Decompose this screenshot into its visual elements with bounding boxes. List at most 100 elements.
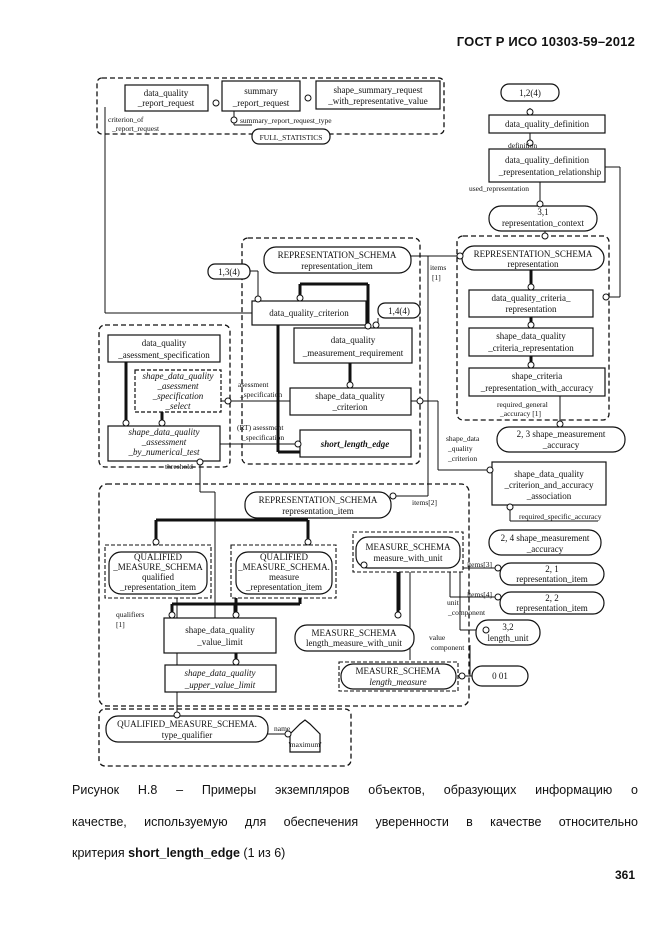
group-representation: [456, 235, 610, 421]
ref-23-line1: 2, 3 shape_measurement: [517, 429, 606, 439]
oval-ms-mwu: [355, 536, 461, 569]
sdqass-line2: _asessment: [157, 381, 199, 391]
rt-assess-1: (RT) asessment: [237, 423, 284, 432]
sdqvl-line2: _value_limit: [196, 637, 243, 647]
qualifiers-1: qualifiers: [116, 610, 144, 619]
qms2-line3: measure: [269, 572, 299, 582]
sdqc-line1: shape_data_quality: [315, 391, 385, 401]
oval-ms-lm: [340, 663, 457, 690]
box-dqc: [251, 300, 367, 326]
unit-comp-2: _component: [447, 608, 486, 617]
qms-tq-line2: type_qualifier: [162, 730, 212, 740]
unit-comp-1: unit: [447, 598, 460, 607]
ref-32-line2: length_unit: [488, 633, 529, 643]
ms-lm-line1: MEASURE_SCHEMA: [355, 666, 441, 676]
sdqc-line2: _criterion: [332, 402, 368, 412]
ref-24-line2: _accuracy: [526, 544, 564, 554]
req-gen-acc-2: _accuracy [1]: [499, 409, 541, 418]
ref-12-4-label: 1,2(4): [519, 88, 541, 98]
box-dqcr: [468, 289, 594, 318]
items1-line1: items: [430, 263, 446, 272]
oval-rs-item2: [244, 491, 392, 519]
box-sdqcaa: [491, 461, 607, 506]
srr-type-label: summary_report_request_type: [240, 116, 332, 125]
items4-label: items[4]: [467, 590, 492, 599]
ssrr-line1: shape_summary_request: [334, 85, 423, 95]
entity-diagram: data_quality _report_request summary _re…: [96, 77, 626, 767]
oval-ref-22: [499, 591, 605, 615]
dqrr-line2: _report_request: [137, 98, 195, 108]
box-sdqc: [289, 387, 412, 416]
crit-of-rr-2: _report_request: [111, 124, 160, 133]
ref-13-4-label: 1,3(4): [218, 267, 240, 277]
box-dqas: [107, 334, 221, 363]
value-comp-1: value: [429, 633, 446, 642]
ref-24-line1: 2, 4 shape_measurement: [501, 533, 590, 543]
ref-21-line2: representation_item: [516, 574, 587, 584]
box-sdqass: [134, 369, 222, 413]
sdquvl-line1: shape_data_quality: [185, 668, 256, 678]
oval-qms2: [235, 551, 333, 595]
ms-mwu-line1: MEASURE_SCHEMA: [365, 542, 451, 552]
sle-label: short_length_edge: [320, 439, 390, 449]
dqrr-line1: data_quality: [144, 88, 189, 98]
maximum-label: 'maximum': [288, 740, 322, 749]
ref-14-4-label: 1,4(4): [388, 306, 410, 316]
box-ssrr: [315, 80, 441, 110]
oval-ref-13-4: [207, 263, 251, 280]
req-spec-acc-label: required_specific_accuracy: [519, 512, 602, 521]
full-stats-label: FULL_STATISTICS: [260, 133, 323, 142]
sdqcaa-line1: shape_data_quality: [514, 469, 584, 479]
group-report-request: [96, 77, 445, 135]
sdqvl-line1: shape_data_quality: [185, 625, 255, 635]
srr-line2: _report_request: [232, 98, 290, 108]
ref-21-line1: 2, 1: [545, 564, 559, 574]
oval-full-stats: [251, 128, 331, 145]
qms2-line1: QUALIFIED: [260, 552, 308, 562]
oval-rs-item1: [263, 246, 412, 274]
rt-assess-2: _specification: [241, 433, 284, 442]
items2-label: items[2]: [412, 498, 437, 507]
oval-ref-12-4: [500, 83, 560, 102]
scrwa-line1: shape_criteria: [512, 371, 562, 381]
box-scrwa: [468, 367, 606, 397]
dqc-label: data_quality_criterion: [269, 308, 349, 318]
qms1-line4: _representation_item: [119, 582, 196, 592]
used-rep-label: used_representation: [469, 184, 529, 193]
dqdrr-line1: data_quality_definition: [505, 155, 589, 165]
items3-label: items[3]: [467, 560, 492, 569]
caption-line3-pre: критерия: [72, 846, 129, 860]
srr-line1: summary: [244, 86, 278, 96]
definition-label: definition: [508, 141, 537, 150]
oval-ref-32: [475, 619, 541, 646]
crit-of-rr-1: criterion_of: [108, 115, 144, 124]
qms2-line2: _MEASURE_SCHEMA.: [237, 562, 330, 572]
rs-item2-line1: REPRESENTATION_SCHEMA: [259, 495, 378, 505]
sdqabnt-line2: _assessment: [141, 437, 187, 447]
assess-spec-1: asessment: [238, 380, 269, 389]
ref-31-text: representation_context: [502, 218, 584, 228]
box-dqdrr: [488, 148, 606, 183]
sdq-crit-lbl-1: shape_data: [446, 434, 480, 443]
rs-rep-line1: REPRESENTATION_SCHEMA: [474, 249, 593, 259]
box-dqd: [488, 114, 606, 134]
name-label: name: [274, 724, 291, 733]
sdqass-line3: _specification: [152, 391, 204, 401]
ref-32-line1: 3,2: [502, 622, 513, 632]
box-dqrr: [124, 84, 209, 112]
group-assessment: [98, 324, 231, 468]
sdqcaa-line2: _criterion_and_accuracy: [504, 480, 594, 490]
value-comp-2: component: [431, 643, 465, 652]
sdqcr-line1: shape_data_quality: [496, 331, 566, 341]
rs-item1-line2: representation_item: [301, 261, 372, 271]
dqmr-line1: data_quality: [331, 335, 376, 345]
box-dqmr: [293, 327, 413, 364]
oval-val-001: [471, 665, 529, 687]
dqas-line1: data_quality: [142, 338, 187, 348]
dqmr-line2: _measurement_requirement: [302, 348, 404, 358]
dqcr-line1: data_quality_criteria_: [492, 293, 571, 303]
threshold-label: threshold: [165, 462, 193, 471]
qms1-line1: QUALIFIED: [134, 552, 182, 562]
sdqabnt-line3: _by_numerical_test: [128, 447, 200, 457]
group-type-qualifier: [98, 708, 352, 767]
